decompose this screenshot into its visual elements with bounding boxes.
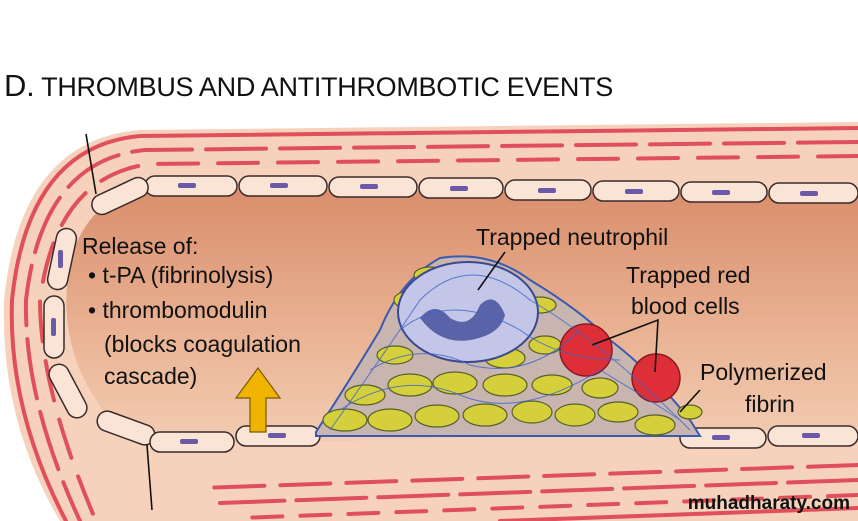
leader-lines: [85, 133, 701, 511]
endothelial-cells: [43, 175, 858, 453]
label-fibrin-1: Polymerized: [700, 359, 827, 385]
diagram-title: D. THROMBUS AND ANTITHROMBOTIC EVENTS: [4, 68, 613, 103]
label-trapped-neutrophil: Trapped neutrophil: [476, 224, 669, 250]
release-item-tpa: • t-PA (fibrinolysis): [88, 262, 274, 288]
release-item-thrombomodulin: • thrombomodulin: [88, 297, 268, 323]
release-heading: Release of:: [82, 233, 199, 259]
watermark: muhadharaty.com: [687, 493, 850, 514]
release-item-note-cont: cascade): [104, 363, 198, 389]
neutrophil: [397, 261, 539, 363]
label-rbc-2: blood cells: [631, 293, 740, 319]
release-item-note: (blocks coagulation: [104, 331, 301, 357]
label-fibrin-2: fibrin: [745, 391, 795, 417]
endothelial-nuclei: [51, 183, 820, 444]
label-rbc-1: Trapped red: [626, 262, 751, 288]
fibrin-mesh: [329, 274, 691, 431]
arrow-up-icon: [234, 366, 282, 433]
wall-stripes: [9, 126, 858, 521]
